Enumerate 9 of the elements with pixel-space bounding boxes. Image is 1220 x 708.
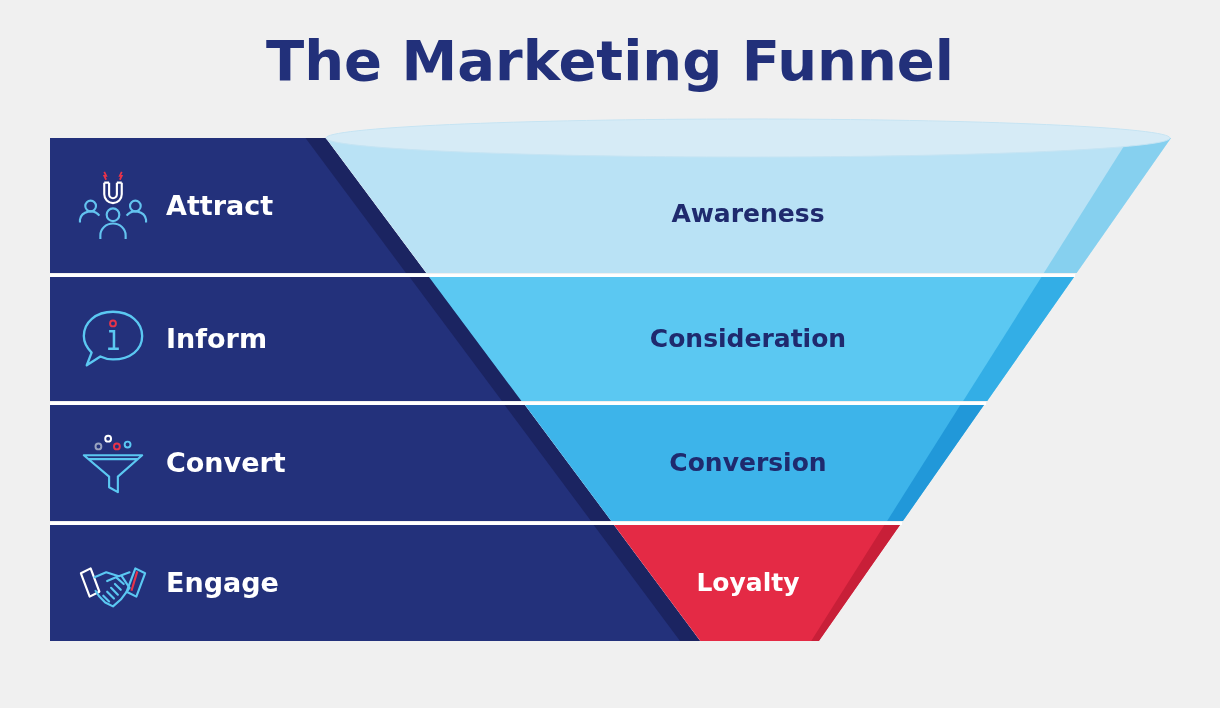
stage-label: Engage [166,566,279,600]
stage-label: Convert [166,446,286,480]
stage-label: Loyalty [696,568,800,598]
stage-label: Awareness [671,198,825,229]
stage-label: Attract [166,188,274,223]
stage-label: Inform [166,322,267,356]
title: The Marketing Funnel [265,27,955,95]
stage-label: Conversion [669,448,827,478]
stage-label: Consideration [649,324,847,354]
